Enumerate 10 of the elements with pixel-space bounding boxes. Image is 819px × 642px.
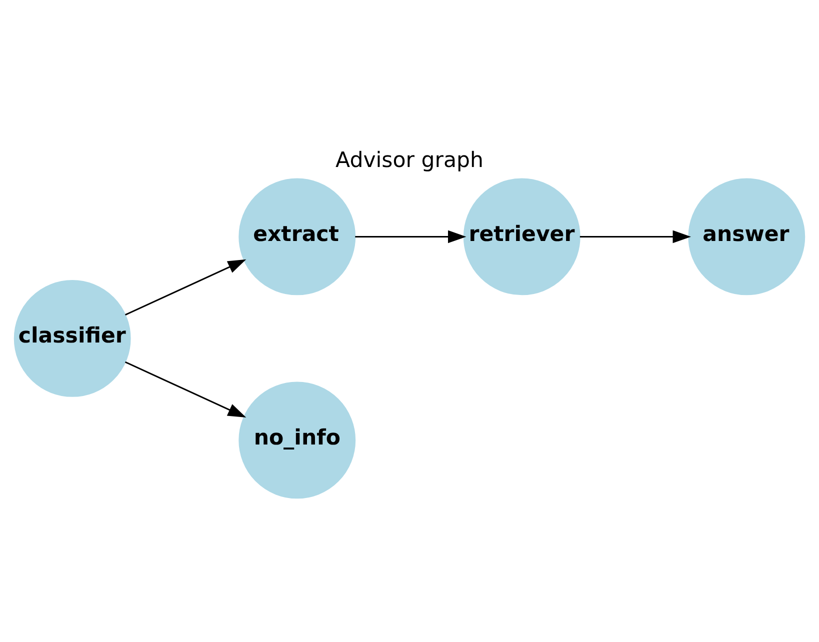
arrow <box>580 230 692 244</box>
node-circle: answer <box>688 178 806 296</box>
diagram-title: Advisor graph <box>336 148 484 174</box>
node-circle: retriever <box>463 178 580 296</box>
node-circle: no_info <box>238 382 356 499</box>
arrow <box>355 230 466 244</box>
node-circle: classifier <box>14 280 131 397</box>
arrow <box>124 361 246 418</box>
node-circle: extract <box>238 178 356 296</box>
arrow <box>124 259 246 316</box>
